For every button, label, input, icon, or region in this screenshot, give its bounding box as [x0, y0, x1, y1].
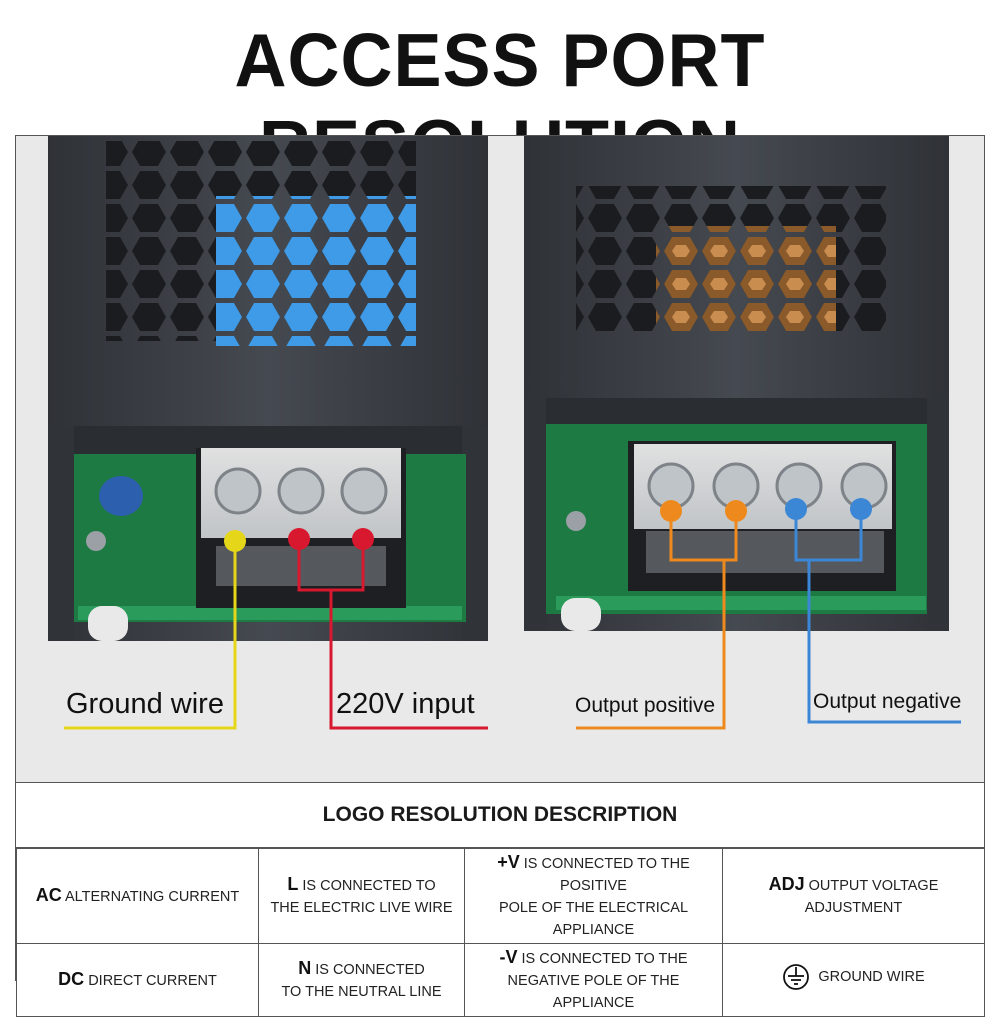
legend-text: ALTERNATING CURRENT [64, 889, 240, 905]
input-220v-label: 220V input [336, 688, 475, 720]
table-row: DC DIRECT CURRENT N IS CONNECTED TO THE … [16, 943, 985, 1017]
legend-key: -V [499, 947, 518, 967]
legend-cell-ground: GROUND WIRE [722, 943, 985, 1017]
legend-key: L [287, 874, 299, 894]
description-header: LOGO RESOLUTION DESCRIPTION [16, 782, 984, 848]
legend-cell-n: N IS CONNECTED TO THE NEUTRAL LINE [258, 943, 465, 1017]
output-positive-callout-line [576, 500, 747, 730]
legend-text: IS CONNECTED TO [302, 878, 436, 894]
power-supply-photo [16, 136, 984, 782]
legend-cell-l: L IS CONNECTED TO THE ELECTRIC LIVE WIRE [258, 848, 465, 944]
legend-text: OUTPUT VOLTAGE ADJUSTMENT [804, 878, 939, 916]
table-row: AC ALTERNATING CURRENT L IS CONNECTED TO… [16, 848, 985, 944]
legend-key: AC [35, 885, 62, 905]
legend-text-line2: THE ELECTRIC LIVE WIRE [270, 900, 453, 916]
legend-key: N [298, 958, 312, 978]
ground-wire-label: Ground wire [66, 688, 224, 720]
legend-text: IS CONNECTED TO THE [521, 951, 688, 967]
output-positive-label: Output positive [575, 694, 716, 717]
output-negative-label: Output negative [813, 690, 962, 713]
legend-cell-adj: ADJ OUTPUT VOLTAGE ADJUSTMENT [722, 848, 985, 944]
legend-text: GROUND WIRE [818, 968, 925, 985]
left-unit [48, 136, 488, 641]
output-negative-callout-line [785, 498, 961, 724]
ground-legend: GROUND WIRE [782, 963, 925, 991]
ground-symbol-icon [783, 963, 810, 990]
legend-key: ADJ [768, 874, 805, 894]
ground-wire-callout-line [64, 530, 246, 730]
legend-text: DIRECT CURRENT [88, 973, 217, 989]
legend-cell-ac: AC ALTERNATING CURRENT [16, 848, 259, 944]
description-header-text: LOGO RESOLUTION DESCRIPTION [322, 803, 678, 826]
legend-cell-plus-v: +V IS CONNECTED TO THE POSITIVE POLE OF … [464, 848, 723, 944]
legend-text-line2: NEGATIVE POLE OF THE APPLIANCE [507, 973, 680, 1011]
legend-text-line2: POLE OF THE ELECTRICAL APPLIANCE [498, 900, 689, 938]
legend-text-line2: TO THE NEUTRAL LINE [281, 984, 442, 1000]
legend-table: AC ALTERNATING CURRENT L IS CONNECTED TO… [16, 848, 985, 1017]
legend-cell-dc: DC DIRECT CURRENT [16, 943, 259, 1017]
legend-cell-minus-v: -V IS CONNECTED TO THE NEGATIVE POLE OF … [464, 943, 723, 1017]
legend-key: +V [497, 852, 520, 872]
input-callout-line [288, 528, 488, 730]
legend-key: DC [58, 969, 85, 989]
legend-text: IS CONNECTED [315, 962, 425, 978]
legend-text: IS CONNECTED TO THE POSITIVE [523, 856, 690, 894]
